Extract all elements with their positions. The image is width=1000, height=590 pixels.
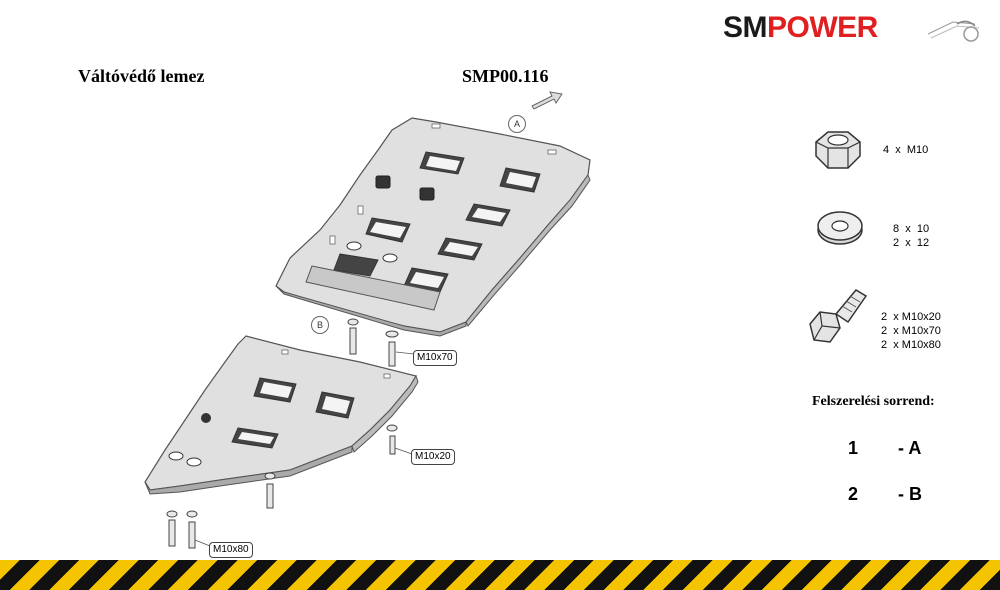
order-step-part: - B — [898, 484, 922, 504]
order-step-num: 2 — [848, 484, 859, 504]
logo-part2: POWER — [767, 11, 878, 44]
washer-spec-line: 2 x 12 — [893, 237, 930, 249]
hazard-stripe — [0, 560, 1000, 590]
bolt-label-m10x20: M10x20 — [411, 449, 455, 465]
order-title: Felszerelési sorrend: — [812, 394, 935, 409]
bolt-label-m10x70: M10x70 — [413, 350, 457, 366]
plate-a-label: A — [508, 115, 526, 133]
nut-spec: 4 x M10 — [883, 143, 928, 157]
plate-a — [275, 117, 591, 337]
bolts — [166, 318, 399, 549]
motorcycle-icon — [927, 20, 980, 42]
direction-arrow-icon — [531, 91, 563, 110]
page-title: Váltóvédő lemez — [78, 66, 205, 86]
washer-spec-line: 8 x 10 — [893, 223, 930, 235]
bolt-label-m10x80: M10x80 — [209, 542, 253, 558]
washer-icon — [817, 211, 863, 245]
plate-b — [144, 335, 419, 495]
bolt-spec-line: 2 x M10x80 — [881, 339, 941, 351]
brand-logo: SMPOWER — [723, 10, 983, 46]
order-step-part: - A — [898, 438, 922, 458]
product-code: SMP00.116 — [462, 66, 549, 86]
washer-spec: 8 x 10 2 x 12 — [893, 222, 929, 250]
bolt-icon — [386, 424, 398, 455]
bolt-icon — [264, 472, 276, 509]
assembly-diagram — [144, 91, 591, 549]
bolt-icon — [809, 289, 868, 343]
bolt-icon — [385, 330, 399, 367]
bolt-icon — [166, 510, 178, 547]
logo-part1: SM — [723, 11, 768, 44]
bolt-icon — [347, 318, 359, 355]
bolt-spec-line: 2 x M10x20 — [881, 311, 941, 323]
order-step-num: 1 — [848, 438, 859, 458]
bolt-spec: 2 x M10x20 2 x M10x70 2 x M10x80 — [881, 310, 941, 352]
plate-b-label: B — [311, 316, 329, 334]
bolt-icon — [186, 510, 198, 549]
nut-spec-line: 4 x M10 — [883, 144, 929, 156]
nut-icon — [815, 131, 861, 169]
bolt-spec-line: 2 x M10x70 — [881, 325, 941, 337]
